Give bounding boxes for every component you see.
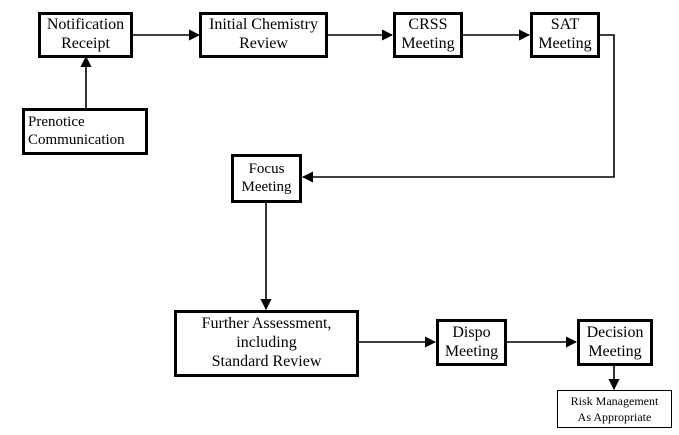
initial-chemistry-review-line-2: Review	[239, 35, 288, 52]
focus-meeting-box: Focus Meeting	[231, 154, 302, 203]
arrow-sat-to-focus	[301, 34, 615, 183]
further-assessment-line-3: Standard Review	[211, 352, 322, 370]
crss-meeting-line-1: CRSS	[408, 16, 448, 34]
further-assessment-line-2: including	[236, 334, 297, 352]
prenotice-communication-line-1: Prenotice	[28, 113, 85, 130]
prenotice-communication-line-2: Communication	[28, 131, 125, 148]
focus-meeting-line-2: Meeting	[241, 178, 292, 195]
risk-management-box: Risk Management As Appropriate	[557, 390, 672, 428]
initial-chemistry-review-box: Initial Chemistry Review	[199, 12, 328, 58]
dispo-meeting-box: Dispo Meeting	[436, 319, 507, 366]
risk-management-line-1: Risk Management	[570, 393, 659, 408]
prenotice-communication-box: Prenotice Communication	[22, 108, 148, 155]
further-assessment-box: Further Assessment, including Standard R…	[174, 310, 359, 377]
sat-meeting-line-1: SAT	[550, 16, 580, 34]
initial-chemistry-review-line-1: Initial Chemistry	[209, 16, 318, 34]
risk-management-line-2: As Appropriate	[577, 410, 652, 424]
further-assessment-line-1: Further Assessment,	[201, 315, 332, 333]
notification-receipt-box: Notification Receipt	[38, 12, 133, 58]
decision-meeting-box: Decision Meeting	[577, 319, 653, 366]
crss-meeting-line-2: Meeting	[401, 35, 455, 52]
sat-meeting-box: SAT Meeting	[530, 12, 600, 58]
notification-receipt-line-1: Notification	[46, 16, 125, 34]
crss-meeting-box: CRSS Meeting	[393, 12, 463, 58]
notification-receipt-line-2: Receipt	[61, 35, 110, 52]
sat-meeting-line-2: Meeting	[538, 35, 592, 52]
dispo-meeting-line-2: Meeting	[444, 342, 499, 360]
decision-meeting-line-2: Meeting	[588, 342, 642, 360]
focus-meeting-line-1: Focus	[248, 160, 285, 177]
dispo-meeting-line-1: Dispo	[452, 323, 491, 341]
decision-meeting-line-1: Decision	[586, 323, 644, 341]
